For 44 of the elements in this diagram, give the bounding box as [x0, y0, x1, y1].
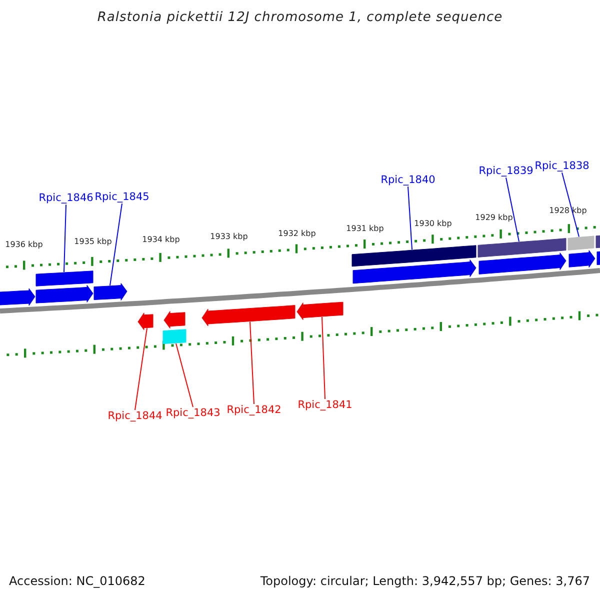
- scale-label: 1931 kbp: [346, 224, 384, 234]
- scale-label: 1936 kbp: [5, 240, 43, 250]
- leader-line: [250, 321, 254, 404]
- leader-line: [408, 186, 412, 250]
- scale-label: 1928 kbp: [549, 206, 587, 216]
- leader-line: [110, 203, 122, 286]
- footer-text: Accession: NC_010682: [9, 574, 146, 588]
- gene-label: Rpic_1838: [534, 160, 590, 173]
- gene-label: Rpic_1844: [108, 410, 162, 423]
- scale-label: 1933 kbp: [210, 232, 248, 242]
- gene-label: Rpic_1841: [298, 399, 352, 412]
- scale-label: 1932 kbp: [278, 229, 316, 239]
- feature-bar: [36, 270, 94, 286]
- feature-bar: [478, 238, 566, 258]
- footer-text: Topology: circular; Length: 3,942,557 bp; Genes: 3,767: [260, 574, 590, 588]
- scale-label: 1935 kbp: [74, 237, 112, 247]
- gene-feature: [138, 312, 154, 330]
- gene-feature: [0, 288, 36, 306]
- gene-feature: [94, 283, 128, 301]
- scale-label: 1930 kbp: [414, 219, 452, 229]
- gene-label: Rpic_1843: [166, 407, 220, 420]
- feature-bar: [352, 245, 476, 267]
- feature-bar: [568, 236, 594, 250]
- gene-label: Rpic_1845: [94, 191, 150, 204]
- gene-label: Rpic_1846: [38, 192, 94, 205]
- leader-line: [176, 342, 194, 408]
- gene-feature: [164, 311, 186, 329]
- leader-line: [64, 204, 66, 273]
- gene-label: Rpic_1842: [226, 404, 282, 417]
- leader-line: [134, 328, 148, 410]
- gene-feature: [478, 252, 566, 274]
- gene-feature: [352, 260, 476, 284]
- leader-line: [322, 316, 326, 400]
- chart-title: Ralstonia pickettii 12J chromosome 1, complete sequence: [97, 10, 503, 26]
- scale-label: 1934 kbp: [142, 235, 180, 245]
- scale-label: 1929 kbp: [475, 213, 513, 223]
- gene-feature: [296, 302, 344, 320]
- gene-label: Rpic_1839: [478, 165, 534, 178]
- gene-feature: [202, 305, 296, 326]
- leader-line: [562, 172, 580, 238]
- leader-line: [506, 177, 520, 242]
- gene-feature: [36, 284, 94, 304]
- gene-label: Rpic_1840: [380, 174, 436, 187]
- feature-bar: [162, 329, 186, 344]
